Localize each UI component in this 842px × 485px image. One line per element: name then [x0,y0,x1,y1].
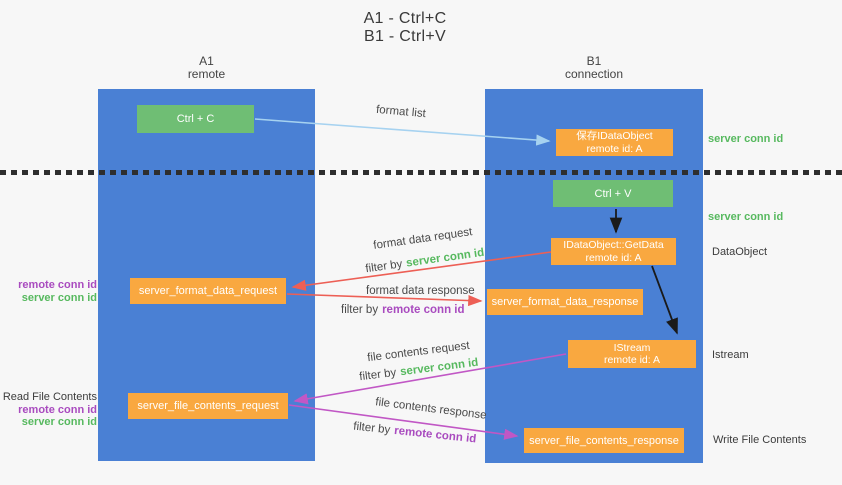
label-istream: Istream [712,349,749,361]
node-server-format-data-request: server_format_data_request [130,278,286,304]
node-server-file-contents-request-label: server_file_contents_request [137,400,279,412]
arrow-file-contents-response [288,404,519,440]
label-write-file-contents: Write File Contents [713,434,807,446]
node-getdata-line2: remote id: A [585,251,642,264]
node-istream: IStream remote id: A [568,340,696,368]
node-server-format-data-request-label: server_format_data_request [138,285,278,297]
arrow-format-data-response [286,293,483,307]
lifeline-b1-name: B1 [586,54,602,68]
node-istream-line1: IStream [613,341,651,354]
arrow-format-list [254,118,551,146]
arrow-file-contents-request [293,353,567,405]
node-istream-line2: remote id: A [603,354,661,366]
dashed-separator-line [0,170,842,175]
node-save-idataobject: 保存IDataObject remote id: A [556,129,673,156]
lifeline-b1-role: connection [564,67,624,81]
node-server-file-contents-response: server_file_contents_response [524,428,684,453]
label-group-conn-ids-1: remote conn id server conn id [2,279,97,304]
label-group-read-file-contents: Read File Contents remote conn id server… [2,391,97,429]
arrow-format-data-request [291,251,552,291]
node-server-file-contents-response-label: server_file_contents_response [529,434,679,447]
diagram-title: A1 - Ctrl+C B1 - Ctrl+V [305,10,505,46]
node-save-idataobject-line2: remote id: A [586,142,643,155]
label-read-file-contents: Read File Contents [2,391,97,403]
label-format-data-response: format data response [366,285,475,297]
lifeline-a1-header: A1 remote [98,55,315,81]
label-server-conn-id-top: server conn id [708,133,784,145]
filter-value-2: remote conn id [382,304,465,316]
label-dataobject: DataObject [712,246,768,258]
node-idataobject-getdata: IDataObject::GetData remote id: A [551,238,676,265]
lifeline-a1-role: remote [187,67,226,81]
node-getdata-line1: IDataObject::GetData [563,239,664,251]
node-ctrl-c: Ctrl + C [137,105,254,133]
node-ctrl-v: Ctrl + V [553,180,673,207]
label-server-conn-id-1: server conn id [21,291,97,304]
node-server-file-contents-request: server_file_contents_request [128,393,288,419]
arrow-getdata-to-istream [651,265,678,335]
node-save-idataobject-line1: 保存IDataObject [576,130,653,142]
lifeline-b1-header: B1 connection [485,55,703,81]
node-server-format-data-response-label: server_format_data_response [491,296,639,308]
label-server-conn-id-mid: server conn id [708,211,784,223]
node-server-format-data-response: server_format_data_response [487,289,643,315]
title-line-1: A1 - Ctrl+C [363,10,447,27]
lifeline-a1-name: A1 [199,54,214,68]
label-server-conn-id-2: server conn id [21,416,97,428]
label-remote-conn-id-2: remote conn id [18,403,97,416]
title-line-2: B1 - Ctrl+V [364,28,446,45]
label-remote-conn-id-1: remote conn id [18,279,97,291]
filter-prefix-2: filter by [341,304,379,316]
node-ctrl-c-label: Ctrl + C [176,113,215,125]
node-ctrl-v-label: Ctrl + V [594,187,632,200]
